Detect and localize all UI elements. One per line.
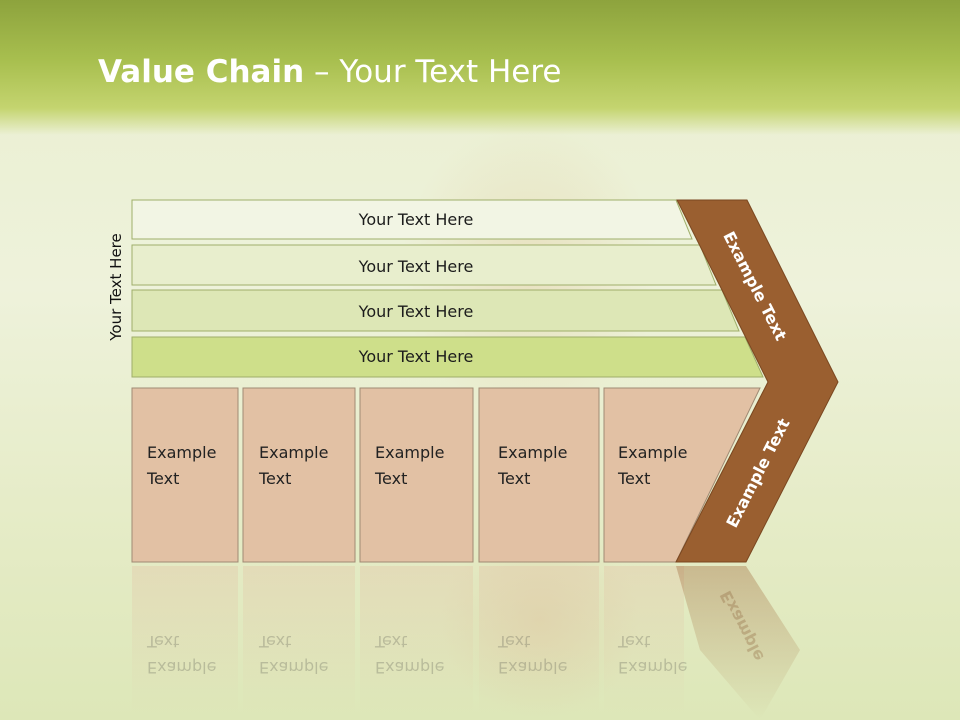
bar-1 bbox=[131, 199, 693, 240]
box-3-line2: Text bbox=[375, 469, 408, 488]
box-5-line2: Text bbox=[618, 469, 651, 488]
bar-2 bbox=[131, 244, 717, 286]
box-1-reflection-line2: Text bbox=[147, 632, 180, 651]
box-4-reflection-line1: Example bbox=[498, 658, 568, 677]
bar-2-label: Your Text Here bbox=[358, 257, 474, 276]
side-label: Your Text Here bbox=[107, 233, 125, 341]
bar-3 bbox=[131, 289, 740, 332]
box-4-line1: Example bbox=[498, 443, 568, 462]
activity-box-3 bbox=[359, 387, 474, 563]
bars-group bbox=[131, 199, 764, 378]
box-3-reflection-line2: Text bbox=[375, 632, 408, 651]
activity-box-2 bbox=[242, 387, 356, 563]
activity-box-4 bbox=[478, 387, 600, 563]
box-reflection bbox=[604, 566, 684, 716]
box-3-line1: Example bbox=[375, 443, 445, 462]
box-4-reflection-line2: Text bbox=[498, 632, 531, 651]
box-reflection bbox=[132, 566, 238, 716]
box-1-reflection-line1: Example bbox=[147, 658, 217, 677]
box-2-reflection-line2: Text bbox=[259, 632, 292, 651]
box-3-reflection-line1: Example bbox=[375, 658, 445, 677]
box-5-reflection-line1: Example bbox=[618, 658, 688, 677]
box-1-line1: Example bbox=[147, 443, 217, 462]
chevron-reflection bbox=[676, 566, 800, 720]
box-1-reflection-text: Example Text bbox=[147, 628, 237, 680]
box-reflection bbox=[243, 566, 355, 716]
box-2-reflection-line1: Example bbox=[259, 658, 329, 677]
reflection-group bbox=[132, 566, 800, 720]
bar-4 bbox=[131, 336, 764, 378]
box-5-reflection-text: Example Text bbox=[618, 628, 708, 680]
box-5-reflection-line2: Text bbox=[618, 632, 651, 651]
bar-4-label: Your Text Here bbox=[358, 347, 474, 366]
box-4-line2: Text bbox=[498, 469, 531, 488]
title-bold: Value Chain bbox=[98, 54, 305, 90]
box-4-reflection-text: Example Text bbox=[498, 628, 588, 680]
box-5-line1: Example bbox=[618, 443, 688, 462]
bar-1-label: Your Text Here bbox=[358, 210, 474, 229]
box-2-line1: Example bbox=[259, 443, 329, 462]
activity-box-1 bbox=[131, 387, 239, 563]
box-reflection bbox=[360, 566, 473, 716]
box-1-line2: Text bbox=[147, 469, 180, 488]
slide-title: Value Chain – Your Text Here bbox=[98, 54, 561, 90]
margin-chevron bbox=[675, 199, 839, 563]
box-2-reflection-text: Example Text bbox=[259, 628, 349, 680]
box-3-reflection-text: Example Text bbox=[375, 628, 465, 680]
boxes-group bbox=[131, 387, 761, 563]
bar-3-label: Your Text Here bbox=[358, 302, 474, 321]
title-banner bbox=[0, 0, 960, 135]
title-rest: – Your Text Here bbox=[304, 54, 562, 90]
box-2-line2: Text bbox=[259, 469, 292, 488]
box-reflection bbox=[479, 566, 599, 716]
